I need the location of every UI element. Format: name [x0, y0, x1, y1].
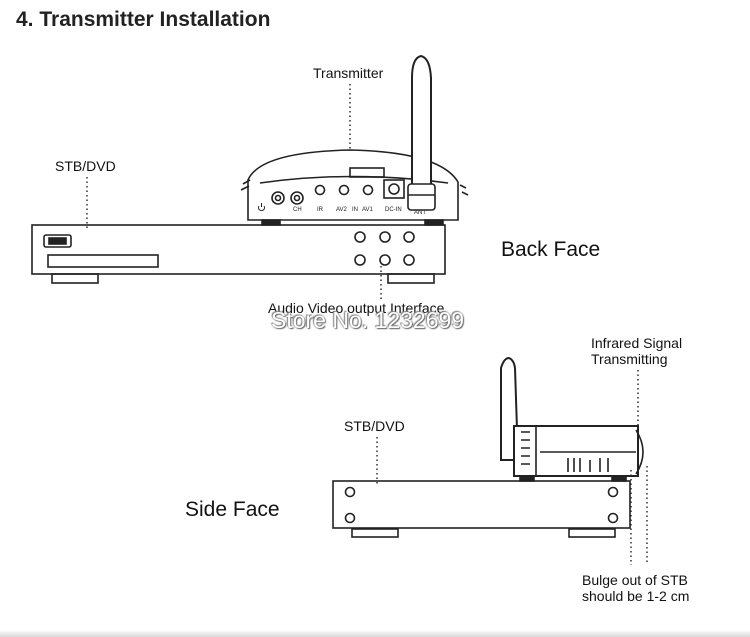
port-label: IN: [352, 207, 358, 213]
page-title: 4. Transmitter Installation: [16, 8, 271, 31]
store-watermark: Store No. 1232699: [271, 307, 465, 333]
port-label-group: CH IR AV2 IN AV1 DC-IN ANT: [293, 207, 426, 216]
port-label: DC-IN: [385, 207, 402, 213]
side-face-label: Side Face: [185, 498, 280, 521]
stb-side-view: [332, 480, 631, 538]
bottom-divider: [0, 630, 750, 637]
back-face-label: Back Face: [501, 238, 601, 261]
port-label: AV1: [362, 207, 374, 213]
port-label: CH: [293, 207, 302, 213]
av-output-jacks: [354, 231, 415, 266]
port-label: ANT: [414, 210, 426, 216]
port-label: AV2: [336, 207, 348, 213]
bulge-label: Bulge out of STB should be 1-2 cm: [582, 572, 690, 604]
transmitter-label: Transmitter: [313, 65, 384, 81]
av-output-label: Audio Video output Interface: [268, 300, 445, 316]
infrared-label: Infrared Signal Transmitting: [591, 335, 683, 367]
stb-dvd-label-top: STB/DVD: [55, 158, 116, 174]
transmitter-side-view: [500, 356, 644, 482]
stb-back-view: [31, 224, 446, 284]
leader-lines: [86, 84, 648, 565]
transmitter-back-view: [240, 54, 469, 226]
port-label: IR: [317, 207, 324, 213]
stb-dvd-label-side: STB/DVD: [344, 418, 405, 434]
power-icon: [258, 203, 265, 212]
